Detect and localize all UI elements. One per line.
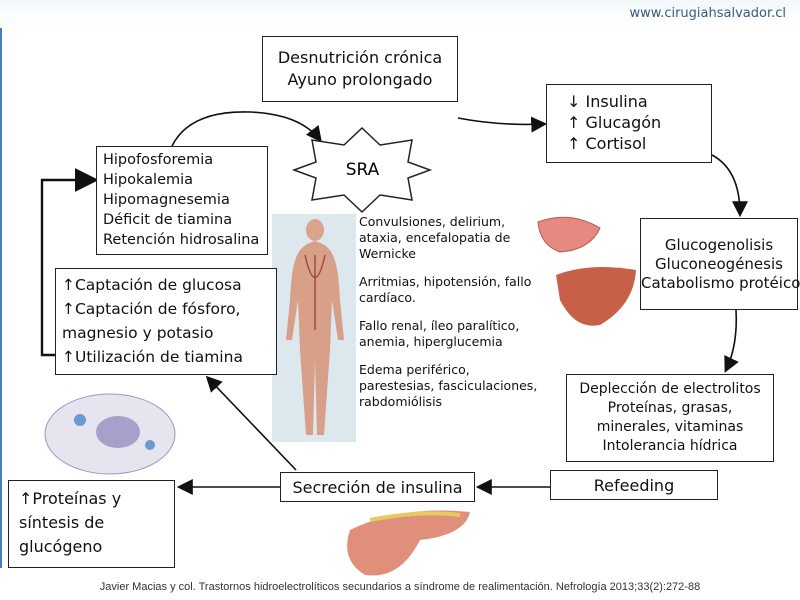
muscular-effects: Edema periférico, parestesias, fascicula… bbox=[359, 362, 538, 409]
insulin-secretion-box: Secreción de insulina bbox=[280, 472, 475, 502]
proteins-line: ↑Proteínas y bbox=[19, 489, 122, 508]
website-url: www.cirugiahsalvador.cl bbox=[629, 6, 786, 21]
arrow-metabolism-to-depletion bbox=[724, 309, 739, 373]
arrow-hormones-to-metabolism bbox=[711, 154, 748, 218]
protein-catabolism-label: Catabolismo protéico bbox=[641, 273, 800, 292]
depletion-line: Deplección de electrolitos bbox=[579, 381, 761, 397]
glycogenolysis-label: Glucogenolisis bbox=[664, 235, 774, 254]
uptake-line: ↑Captación de fósforo, bbox=[62, 300, 241, 318]
malnutrition-label: Desnutrición crónica bbox=[277, 48, 443, 67]
cortisol-label: ↑ Cortisol bbox=[567, 134, 647, 153]
arrow-secretion-to-uptake bbox=[205, 375, 297, 471]
uptake-box: ↑Captación de glucosa ↑Captación de fósf… bbox=[55, 268, 277, 375]
citation: Javier Macias y col. Trastornos hidroele… bbox=[99, 581, 701, 593]
deficit-line: Hipomagnesemia bbox=[103, 192, 230, 208]
cardiac-effects: Arritmias, hipotensión, fallo cardíaco. bbox=[359, 274, 532, 305]
uptake-line: ↑Utilización de tiamina bbox=[62, 348, 243, 366]
renal-effects: Fallo renal, íleo paralítico, anemia, hi… bbox=[359, 318, 520, 349]
deficits-box: Hipofosforemia Hipokalemia Hipomagnesemi… bbox=[96, 146, 268, 255]
arrow-uptake-to-deficits bbox=[40, 168, 99, 357]
deficit-line: Retención hidrosalina bbox=[103, 232, 260, 248]
fasting-label: Ayuno prolongado bbox=[287, 70, 433, 89]
proteins-box: ↑Proteínas y síntesis de glucógeno bbox=[8, 480, 175, 568]
neurologic-effects: Convulsiones, delirium, ataxia, encefalo… bbox=[359, 214, 511, 261]
depletion-line: Proteínas, grasas, bbox=[607, 400, 733, 416]
hormones-box: ↓ Insulina ↑ Glucagón ↑ Cortisol bbox=[546, 84, 712, 163]
proteins-line: glucógeno bbox=[19, 537, 103, 556]
depletion-line: minerales, vitaminas bbox=[596, 419, 744, 435]
metabolism-box: Glucogenolisis Gluconeogénesis Catabolis… bbox=[640, 218, 800, 310]
pancreas-image bbox=[347, 510, 470, 576]
human-body-image bbox=[272, 214, 356, 442]
glucagon-label: ↑ Glucagón bbox=[567, 113, 662, 132]
deficit-line: Hipofosforemia bbox=[103, 152, 214, 168]
uptake-line: ↑Captación de glucosa bbox=[62, 276, 242, 294]
malnutrition-box: Desnutrición crónica Ayuno prolongado bbox=[262, 36, 458, 102]
gluconeogenesis-label: Gluconeogénesis bbox=[655, 254, 783, 273]
refeeding-box: Refeeding bbox=[550, 470, 718, 500]
proteins-line: síntesis de bbox=[19, 513, 105, 532]
cell-image bbox=[44, 393, 176, 475]
depletion-box: Deplección de electrolitos Proteínas, gr… bbox=[566, 374, 774, 462]
insulin-label: ↓ Insulina bbox=[567, 92, 648, 111]
uptake-line: magnesio y potasio bbox=[62, 324, 214, 342]
sra-label: SRA bbox=[345, 160, 380, 180]
muscle-liver-image bbox=[537, 216, 636, 326]
arrow-top-to-hormones bbox=[457, 116, 548, 133]
deficit-line: Déficit de tiamina bbox=[103, 212, 233, 228]
slide-edge bbox=[0, 28, 2, 568]
refeeding-label: Refeeding bbox=[593, 475, 675, 495]
clinical-effects: Convulsiones, delirium, ataxia, encefalo… bbox=[359, 214, 544, 422]
deficit-line: Hipokalemia bbox=[103, 172, 194, 188]
sra-star bbox=[291, 126, 433, 214]
header-band bbox=[0, 0, 800, 28]
depletion-line: Intolerancia hídrica bbox=[602, 438, 738, 454]
insulin-secretion-label: Secreción de insulina bbox=[292, 477, 463, 497]
arrow-deficits-to-sra bbox=[171, 111, 322, 147]
